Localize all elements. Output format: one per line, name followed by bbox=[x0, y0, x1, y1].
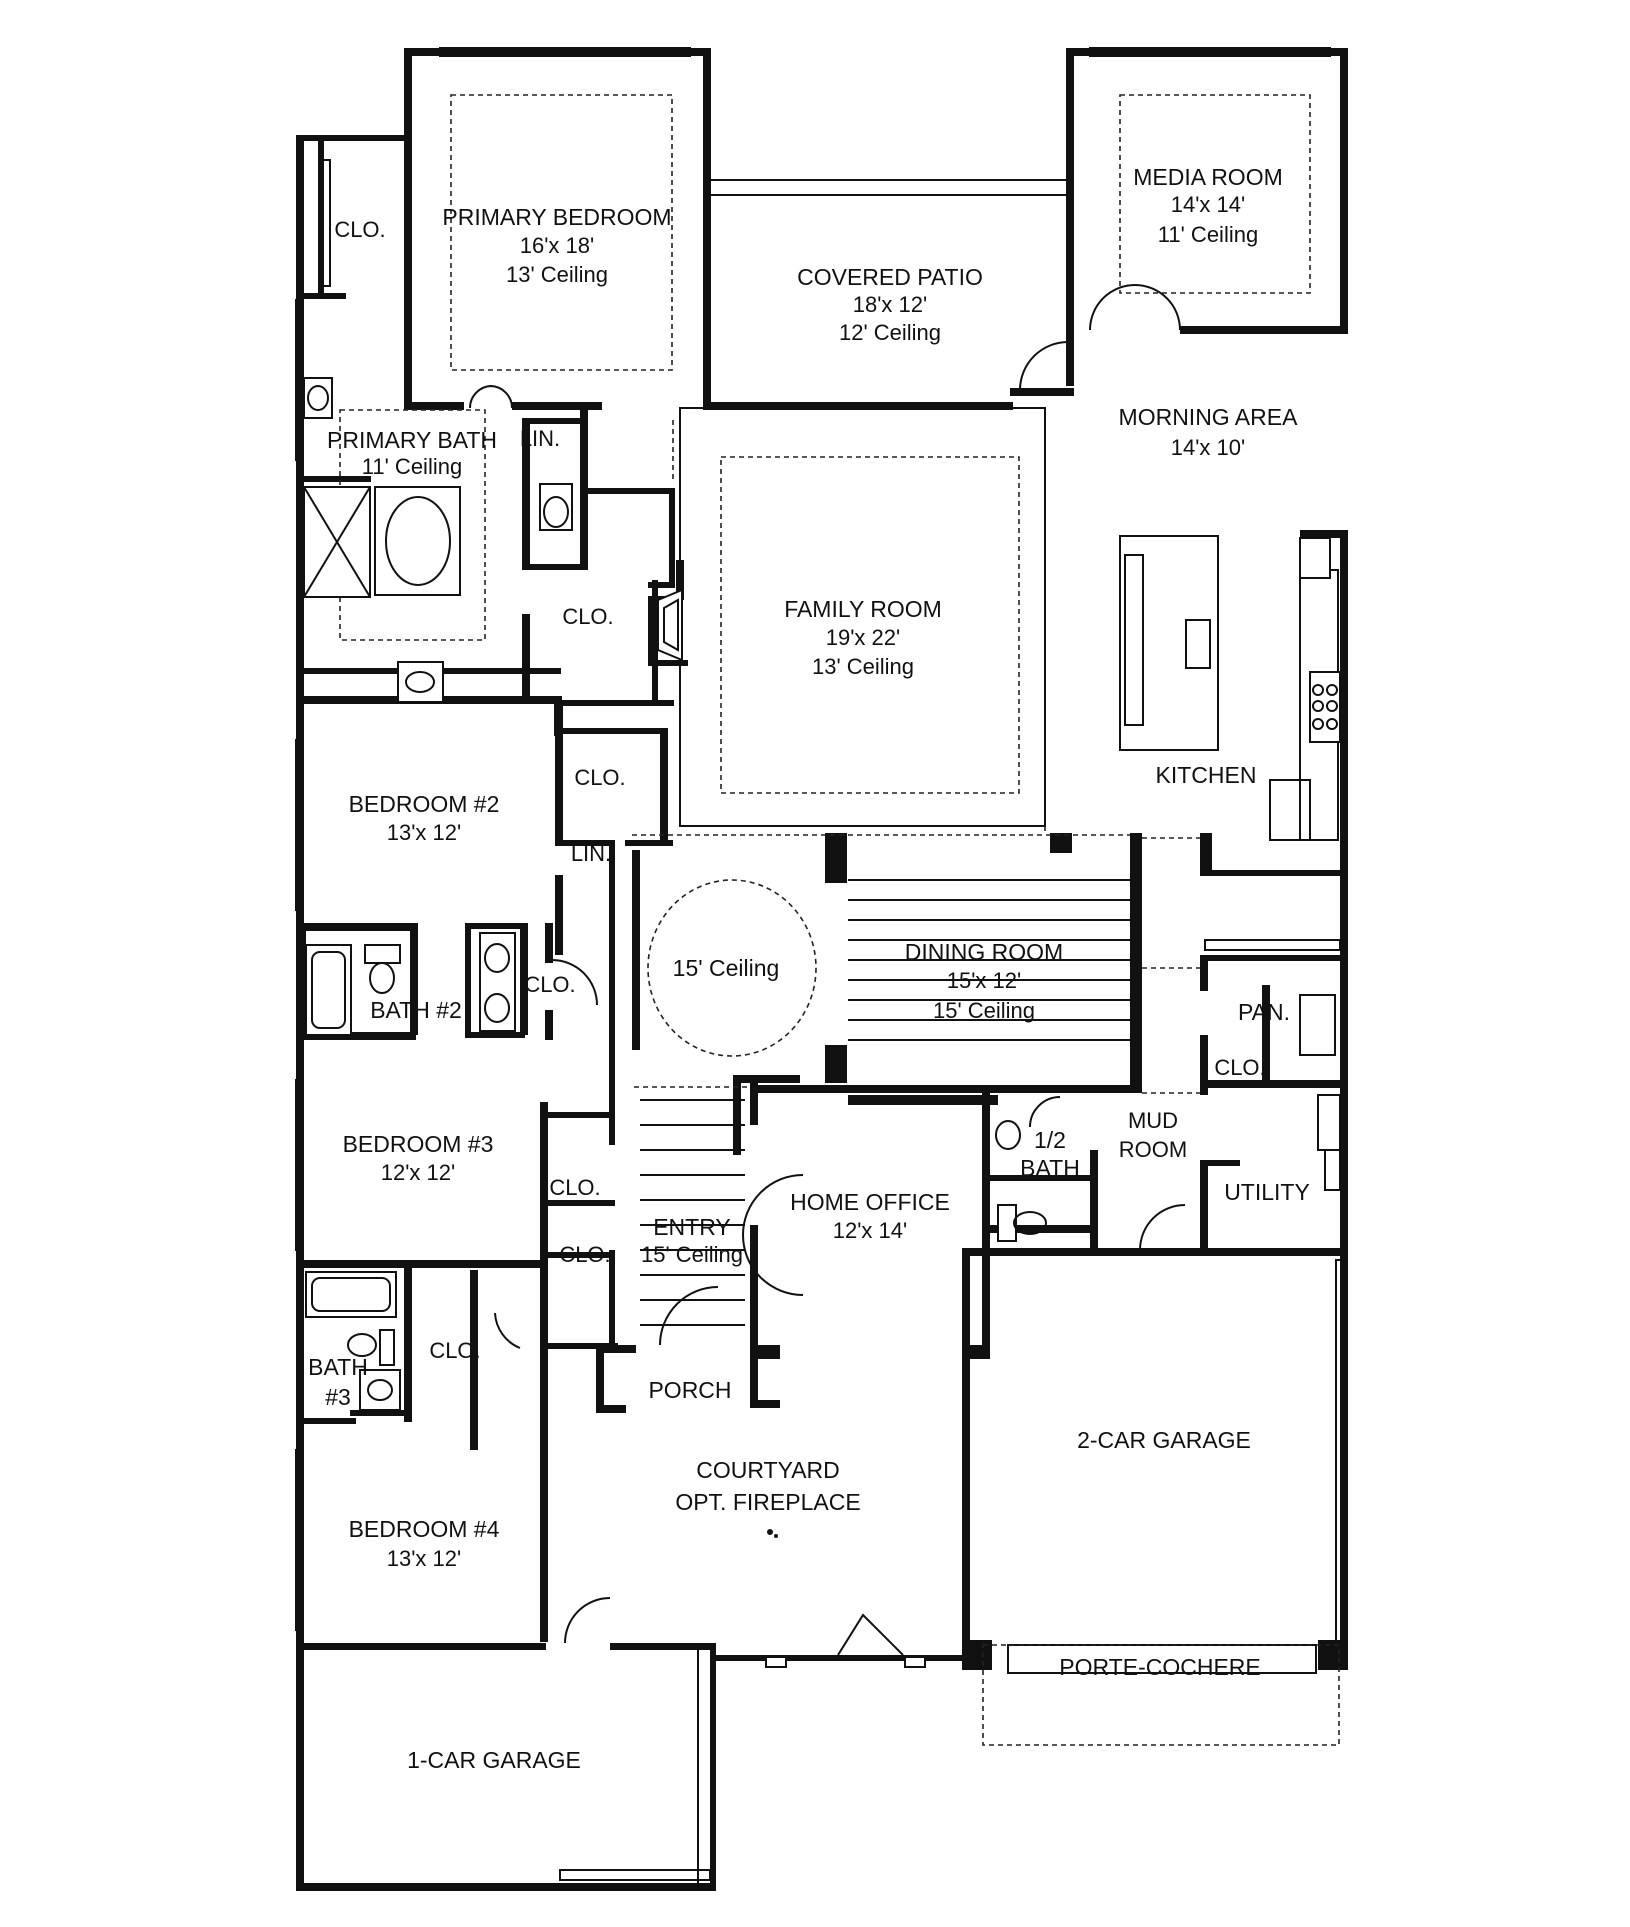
clo-entry: CLO. bbox=[559, 1242, 610, 1267]
room-courtyard-line1: COURTYARD bbox=[696, 1457, 840, 1483]
room-primary-bedroom-ceiling: 13' Ceiling bbox=[506, 262, 608, 287]
interior-walls bbox=[296, 141, 1348, 1642]
room-home-office-name: HOME OFFICE bbox=[790, 1189, 950, 1215]
room-family-size: 19'x 22' bbox=[826, 625, 900, 650]
room-covered-patio-size: 18'x 12' bbox=[853, 292, 927, 317]
cooktop bbox=[1309, 671, 1341, 743]
room-covered-patio-name: COVERED PATIO bbox=[797, 264, 983, 290]
refrigerator bbox=[1299, 537, 1331, 579]
entry-hatching bbox=[640, 1099, 745, 1326]
thin-details bbox=[295, 47, 1347, 1883]
fixtures bbox=[303, 377, 1341, 1668]
room-media-size: 14'x 14' bbox=[1171, 192, 1245, 217]
room-bath3-line1: BATH bbox=[308, 1354, 368, 1380]
room-primary-bedroom-size: 16'x 18' bbox=[520, 233, 594, 258]
clo-bedroom3: CLO. bbox=[549, 1175, 600, 1200]
sink-icon bbox=[359, 1369, 401, 1411]
room-garage1-name: 1-CAR GARAGE bbox=[407, 1747, 581, 1773]
room-dining-size: 15'x 12' bbox=[947, 968, 1021, 993]
room-porch-name: PORCH bbox=[648, 1377, 731, 1403]
room-bedroom2-name: BEDROOM #2 bbox=[349, 791, 500, 817]
exterior-walls bbox=[296, 48, 1348, 1891]
room-media-name: MEDIA ROOM bbox=[1133, 164, 1283, 190]
room-media-ceiling: 11' Ceiling bbox=[1158, 222, 1258, 247]
rotunda-ceiling bbox=[647, 879, 817, 1057]
door-swings bbox=[469, 284, 1186, 1656]
clo-bath3: CLO. bbox=[429, 1338, 480, 1363]
room-bedroom2-size: 13'x 12' bbox=[387, 820, 461, 845]
room-mud-line1: MUD bbox=[1128, 1108, 1178, 1133]
room-utility-name: UTILITY bbox=[1224, 1179, 1310, 1205]
room-family-ceiling: 13' Ceiling bbox=[812, 654, 914, 679]
room-bedroom3-size: 12'x 12' bbox=[381, 1160, 455, 1185]
kitchen-island bbox=[1119, 535, 1219, 751]
clo-primary-walkin: CLO. bbox=[562, 604, 613, 629]
room-entry-ceiling: 15' Ceiling bbox=[641, 1242, 743, 1267]
bathtub-icon bbox=[305, 944, 352, 1036]
room-bedroom3-name: BEDROOM #3 bbox=[343, 1131, 494, 1157]
room-mud-line2: ROOM bbox=[1119, 1137, 1187, 1162]
room-garage2-name: 2-CAR GARAGE bbox=[1077, 1427, 1251, 1453]
toilet-icon bbox=[997, 1204, 1017, 1242]
porte-cochere-label: PORTE-COCHERE bbox=[1059, 1654, 1261, 1680]
room-family-name: FAMILY ROOM bbox=[784, 596, 942, 622]
room-home-office-size: 12'x 14' bbox=[833, 1218, 907, 1243]
vanity-icon bbox=[479, 932, 516, 1032]
room-primary-bedroom-name: PRIMARY BEDROOM bbox=[442, 204, 671, 230]
toilet-icon bbox=[364, 944, 401, 964]
clo-bedroom2: CLO. bbox=[574, 765, 625, 790]
room-bedroom4-size: 13'x 12' bbox=[387, 1546, 461, 1571]
room-half-bath-line1: 1/2 bbox=[1034, 1127, 1066, 1153]
room-kitchen-name: KITCHEN bbox=[1156, 762, 1257, 788]
bathtub-icon bbox=[374, 486, 461, 596]
dining-room-hatching bbox=[848, 879, 1130, 1041]
room-dining-ceiling: 15' Ceiling bbox=[933, 998, 1035, 1023]
room-covered-patio-ceiling: 12' Ceiling bbox=[839, 320, 941, 345]
room-primary-bath-ceiling: 11' Ceiling bbox=[362, 454, 462, 479]
sink-icon bbox=[995, 1120, 1021, 1150]
room-primary-bath-name: PRIMARY BATH bbox=[327, 427, 497, 453]
room-entry-name: ENTRY bbox=[653, 1214, 731, 1240]
room-dining-name: DINING ROOM bbox=[905, 939, 1063, 965]
bathtub-icon bbox=[305, 1271, 397, 1318]
room-courtyard-line2: OPT. FIREPLACE bbox=[675, 1489, 860, 1515]
room-pantry-name: PAN. bbox=[1238, 999, 1290, 1025]
lin-bedroom2: LIN. bbox=[571, 841, 611, 866]
clo-bath2: CLO. bbox=[524, 972, 575, 997]
room-rotunda-ceiling: 15' Ceiling bbox=[673, 955, 780, 981]
lin-primary: LIN. bbox=[520, 426, 560, 451]
room-bedroom4-name: BEDROOM #4 bbox=[349, 1516, 500, 1542]
room-labels: PRIMARY BEDROOM 16'x 18' 13' Ceiling COV… bbox=[308, 164, 1310, 1773]
dashed-outlines bbox=[339, 94, 1340, 1746]
sink-icon bbox=[397, 661, 444, 703]
room-bath2-name: BATH #2 bbox=[370, 997, 462, 1023]
room-morning-area-name: MORNING AREA bbox=[1119, 404, 1299, 430]
room-bath3-line2: #3 bbox=[325, 1384, 351, 1410]
room-half-bath-line2: BATH bbox=[1020, 1155, 1080, 1181]
clo-pantry: CLO. bbox=[1214, 1055, 1265, 1080]
toilet-icon bbox=[347, 1333, 377, 1357]
clo-primary: CLO. bbox=[334, 217, 385, 242]
room-morning-area-size: 14'x 10' bbox=[1171, 435, 1245, 460]
